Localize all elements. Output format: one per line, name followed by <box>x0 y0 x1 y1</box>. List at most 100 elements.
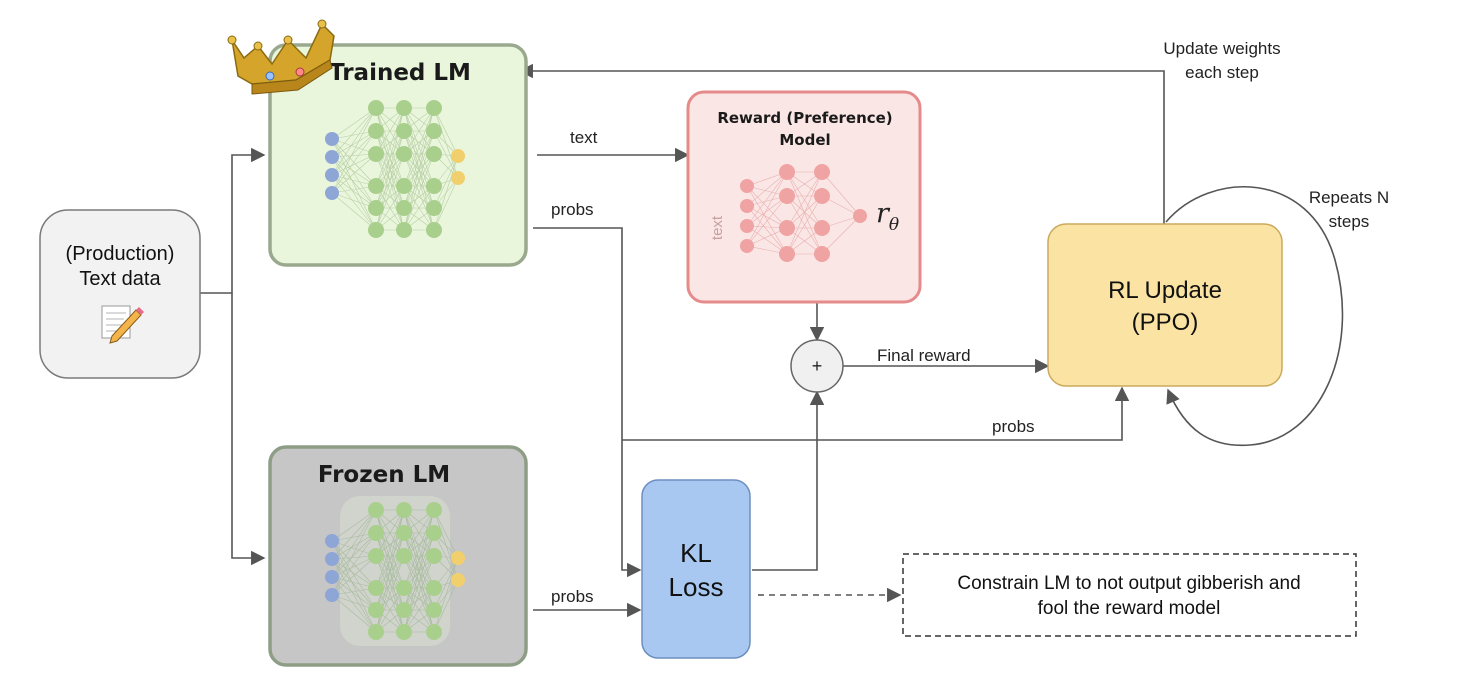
network-edge <box>375 107 405 155</box>
network-edge <box>433 579 459 633</box>
probs-rl-label: probs <box>992 417 1035 436</box>
network-edge <box>433 509 459 581</box>
network-edge <box>375 555 405 633</box>
network-edge <box>403 107 435 187</box>
network-neuron <box>396 100 412 116</box>
network-neuron <box>814 164 830 180</box>
network-edge <box>331 174 377 209</box>
trained-neural-network-icon <box>325 100 465 238</box>
edge-update-weights <box>518 63 1165 224</box>
network-neuron <box>325 552 339 566</box>
constraint-note-line2: fool the reward model <box>1038 598 1221 619</box>
network-neuron <box>814 188 830 204</box>
network-edge <box>746 171 788 247</box>
network-edge <box>433 107 459 179</box>
frozen-lm-node: Frozen LM <box>268 445 528 667</box>
network-neuron <box>368 100 384 116</box>
network-edge <box>786 195 823 255</box>
network-neuron <box>426 602 442 618</box>
network-edge <box>375 587 405 633</box>
network-edge <box>746 185 788 255</box>
network-neuron <box>396 525 412 541</box>
network-edge <box>331 107 377 194</box>
network-edge <box>375 107 405 187</box>
network-edge <box>403 509 435 557</box>
production-text-line2: Text data <box>79 268 161 290</box>
network-neuron <box>779 164 795 180</box>
network-edge <box>433 557 459 611</box>
network-neuron <box>396 624 412 640</box>
edge-kl-to-plus <box>752 390 825 571</box>
edge-trained-probs-to-kl <box>533 227 642 578</box>
network-neuron <box>451 551 465 565</box>
network-edge <box>331 555 377 596</box>
reward-model-input-label: text <box>709 215 726 240</box>
network-edge <box>331 153 377 176</box>
network-edge <box>331 130 377 194</box>
network-neuron <box>368 146 384 162</box>
network-edge <box>821 171 861 217</box>
edge-data-to-frozen <box>231 293 266 566</box>
network-neuron <box>451 573 465 587</box>
network-neuron <box>368 502 384 518</box>
trained-lm-title: Trained LM <box>329 60 471 86</box>
network-neuron <box>368 580 384 596</box>
network-edge <box>331 509 377 596</box>
kl-loss-node: KL Loss <box>641 479 751 659</box>
network-neuron <box>426 222 442 238</box>
network-neuron <box>368 123 384 139</box>
network-neuron <box>396 146 412 162</box>
network-neuron <box>368 548 384 564</box>
network-neuron <box>396 602 412 618</box>
update-weights-line2: each step <box>1185 63 1259 82</box>
reward-model-line1: Reward (Preference) <box>717 109 892 127</box>
network-edge <box>403 555 435 633</box>
repeats-line2: steps <box>1329 212 1370 231</box>
network-edge <box>331 156 377 209</box>
final-reward-label: Final reward <box>877 346 971 365</box>
network-neuron <box>368 624 384 640</box>
network-neuron <box>325 588 339 602</box>
network-neuron <box>779 188 795 204</box>
production-text-node: (Production) Text data <box>39 209 201 379</box>
network-neuron <box>396 548 412 564</box>
network-neuron <box>426 580 442 596</box>
network-edge <box>403 185 435 231</box>
network-neuron <box>325 168 339 182</box>
network-neuron <box>451 171 465 185</box>
network-edge <box>433 107 459 157</box>
network-neuron <box>740 179 754 193</box>
network-edge <box>331 509 377 578</box>
network-edge <box>375 185 405 231</box>
reward-symbol-theta: θ <box>889 215 899 235</box>
network-neuron <box>396 222 412 238</box>
network-edge <box>331 130 377 176</box>
edge-data-to-trained <box>200 147 266 294</box>
network-edge <box>746 185 788 229</box>
network-neuron <box>853 209 867 223</box>
network-edge <box>331 576 377 633</box>
network-neuron <box>740 219 754 233</box>
network-neuron <box>325 186 339 200</box>
network-edge <box>331 532 377 560</box>
probs-frozen-label: probs <box>551 587 594 606</box>
network-neuron <box>814 246 830 262</box>
network-neuron <box>325 570 339 584</box>
reward-neural-network-icon <box>740 164 867 262</box>
network-edge <box>331 555 377 578</box>
network-edge <box>331 558 377 589</box>
reward-output-symbol: rθ <box>876 198 899 235</box>
edge-labels: text probs probs probs Final reward Upda… <box>551 39 1389 606</box>
trained-lm-node: Trained LM <box>268 43 528 267</box>
network-neuron <box>426 178 442 194</box>
network-edge <box>786 171 823 255</box>
text-edge-label: text <box>570 128 598 147</box>
repeats-line1: Repeats N <box>1309 188 1389 207</box>
network-neuron <box>368 602 384 618</box>
frozen-lm-title: Frozen LM <box>318 462 450 488</box>
network-edge <box>375 509 405 589</box>
network-neuron <box>396 200 412 216</box>
network-edge <box>746 195 788 227</box>
network-edge <box>433 155 459 231</box>
